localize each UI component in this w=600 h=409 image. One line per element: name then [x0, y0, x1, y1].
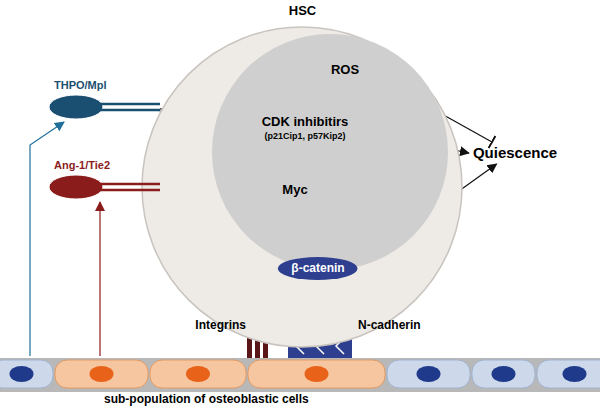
beta-catenin-ellipse: β-catenin: [277, 256, 358, 281]
text-node: Myc: [278, 180, 311, 200]
osteoblast-cell: [248, 360, 385, 388]
connector: [99, 202, 100, 356]
osteoblast-cell: [55, 360, 148, 388]
receptor-stalk: [98, 103, 160, 106]
cell-nucleus: [10, 366, 34, 382]
receptor: Ang-1/Tie2: [40, 158, 160, 202]
connector: [30, 122, 64, 356]
osteoblast-cell: [537, 360, 600, 388]
cell-nucleus: [492, 366, 516, 382]
receptor-body: [49, 175, 103, 199]
receptor-stalk: [98, 183, 160, 186]
receptor-shape: [40, 92, 160, 122]
osteoblast-cell: [387, 360, 470, 388]
receptor-stalk: [98, 109, 160, 112]
node-text: ROS: [331, 62, 359, 78]
node-text: HSC: [140, 0, 465, 18]
cell-nucleus: [563, 366, 587, 382]
hsc-cell: HSC ROS CDK inhibitirs(p21Cip1, p57Kip2) My…: [140, 0, 465, 352]
osteoblast-cell: [0, 360, 53, 388]
receptor-stalk: [98, 189, 160, 192]
text-node: Quiescence: [469, 142, 561, 164]
nucleus: [212, 34, 448, 270]
osteoblast-cell: [472, 360, 535, 388]
node-text: Myc: [282, 182, 307, 198]
receptor-shape: [40, 172, 160, 202]
text-node: ROS: [327, 60, 363, 80]
cell-nucleus: [417, 366, 441, 382]
node-text: Quiescence: [473, 144, 557, 162]
osteoblast-cells: [0, 356, 600, 392]
bone-surface: [0, 358, 600, 392]
node-text: CDK inhibitirs: [262, 114, 349, 130]
part-label: Integrins: [195, 318, 246, 332]
node-text: THPO/Mpl: [40, 78, 160, 92]
receptor-body: [49, 95, 103, 119]
part-label: N-cadherin: [358, 318, 421, 332]
node-text: Ang-1/Tie2: [40, 158, 160, 172]
cell-outline: [140, 0, 465, 352]
text-node: CDK inhibitirs(p21Cip1, p57Kip2): [258, 112, 353, 144]
osteoblast-cell: [150, 360, 246, 388]
receptor: THPO/Mpl: [40, 78, 160, 122]
osteoblast-layer: sub-population of osteoblastic cells: [0, 356, 600, 409]
node-text: sub-population of osteoblastic cells: [0, 392, 600, 407]
cell-membrane: [142, 27, 462, 347]
ellipse-shape: [278, 257, 358, 280]
cell-nucleus: [186, 366, 210, 382]
node-text: β-catenin: [291, 261, 344, 276]
node-text: (p21Cip1, p57Kip2): [262, 130, 349, 142]
cell-nucleus: [90, 366, 114, 382]
cell-nucleus: [305, 366, 329, 382]
